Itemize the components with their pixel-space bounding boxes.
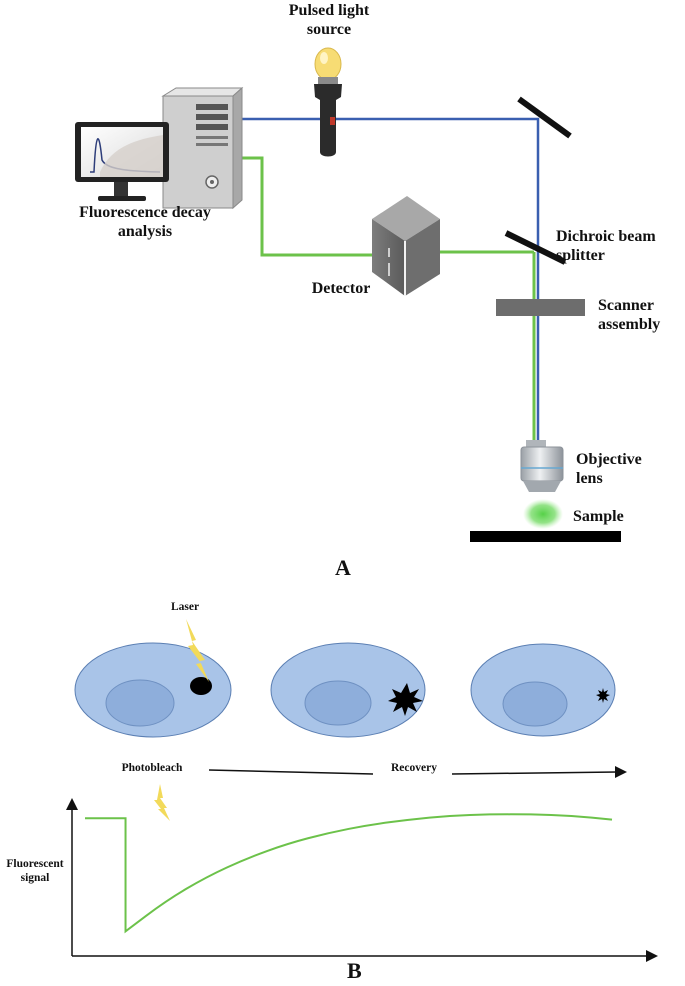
small-burst-icon — [596, 688, 610, 703]
panel-a — [75, 47, 621, 542]
objective-lens-label: Objective lens — [576, 451, 642, 487]
chart-series — [85, 813, 613, 934]
photobleach-label: Photobleach — [121, 762, 183, 774]
sample-label: Sample — [573, 508, 624, 525]
mirror — [517, 96, 572, 139]
emission-beam — [232, 156, 536, 445]
laser-bolt-icon — [186, 619, 209, 682]
bleach-burst-icon — [388, 683, 423, 716]
panel-b-label: B — [347, 958, 362, 983]
sample-fluorescence — [523, 499, 563, 529]
cell-recovery-start — [270, 642, 426, 738]
sample-stage — [470, 531, 621, 542]
panel-b — [66, 619, 658, 962]
detector-label: Detector — [311, 280, 371, 297]
cell-photobleach — [74, 642, 232, 738]
timeline-arrow — [208, 766, 627, 778]
laser-bolt-small-icon — [154, 784, 170, 821]
laser-label: Laser — [170, 601, 200, 613]
chart-axes — [66, 798, 658, 962]
pulsed-light-source-icon — [314, 47, 342, 157]
pulsed-light-source-label: Pulsed light source — [288, 2, 370, 38]
scanner-assembly-label: Scanner assembly — [598, 297, 661, 333]
objective-lens-icon — [520, 440, 564, 492]
dichroic-beam-splitter-icon — [504, 230, 567, 265]
detector-icon — [372, 196, 440, 296]
fluorescence-recovery-line — [85, 813, 613, 934]
fluorescence-decay-analysis-label: Fluorescence decay analysis — [79, 204, 211, 240]
computer-icon — [75, 86, 244, 210]
recovery-label: Recovery — [391, 762, 437, 774]
cell-recovered — [470, 643, 616, 737]
scanner-assembly-icon — [496, 299, 585, 316]
dichroic-beam-splitter-label: Dichroic beam splitter — [556, 228, 656, 264]
panel-a-label: A — [335, 555, 351, 580]
y-axis-label: Fluorescent signal — [6, 858, 64, 884]
